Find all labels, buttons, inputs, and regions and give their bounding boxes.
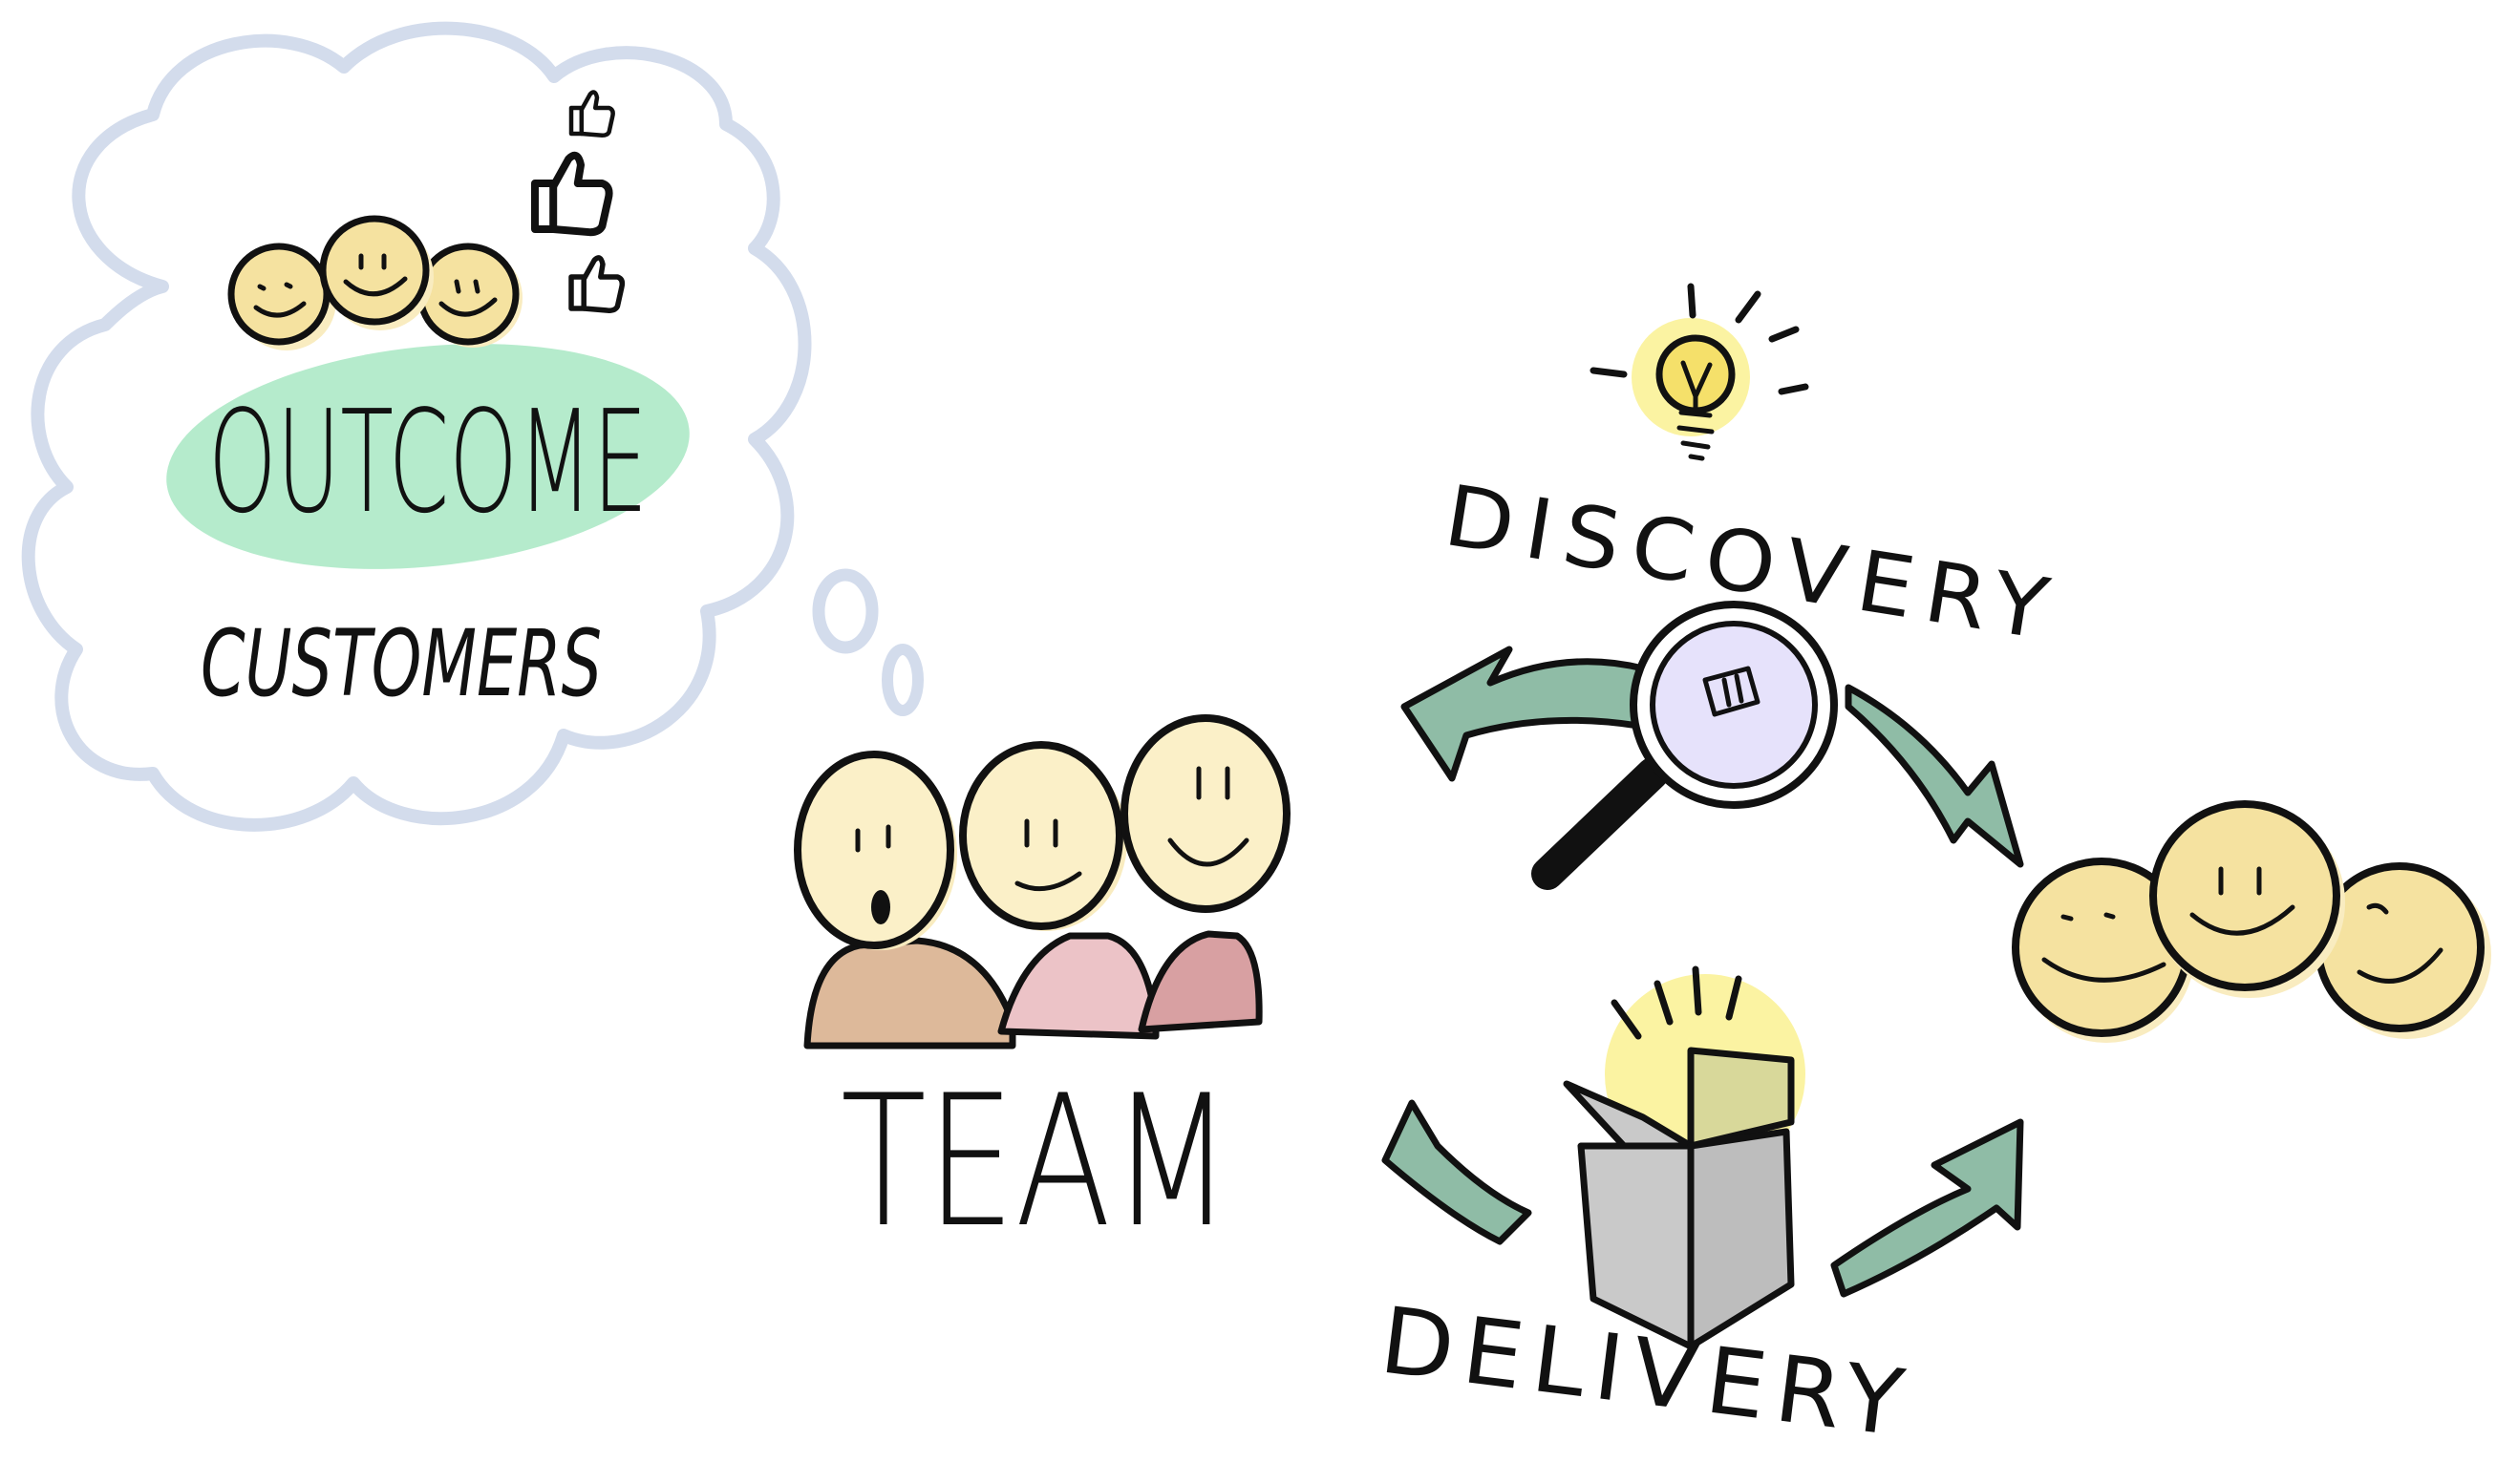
thumbs-up-icon [530, 151, 613, 237]
team-body-2 [997, 932, 1160, 1040]
lightbulb-icon [1590, 283, 1809, 461]
outcome-blob [166, 344, 690, 569]
thought-cloud-outline [21, 21, 812, 832]
smiley-face-icon [2149, 800, 2345, 998]
thumbs-up-icon [568, 255, 626, 313]
open-box-icon [1563, 965, 1805, 1350]
curved-arrow-icon [1845, 684, 2024, 868]
team-body-1 [803, 937, 1016, 1049]
cloud-customer-faces [227, 215, 523, 350]
team-member-smiling [959, 741, 1127, 931]
team-body-3 [1138, 930, 1263, 1033]
outcome-label: OUTCOME [208, 380, 648, 544]
thumbs-up-icon [568, 90, 615, 138]
smiley-face-icon [227, 243, 336, 350]
customers-label: CUSTOMERS [201, 610, 602, 717]
curved-arrow-icon [1381, 1099, 1532, 1245]
magnifying-glass-icon [1531, 601, 1838, 890]
curved-arrow-icon [1400, 646, 1647, 782]
thought-bubble-small [882, 644, 924, 716]
customer-faces-right [2012, 800, 2491, 1043]
team-group [794, 714, 1291, 1049]
curved-arrow-icon [1830, 1118, 2024, 1298]
thumbs-up-group [530, 90, 626, 313]
team-member-happy [1120, 714, 1291, 913]
smiley-face-icon [319, 215, 434, 330]
smiley-face-icon [416, 243, 523, 348]
team-label: TEAM [841, 1056, 1232, 1267]
team-member-surprised [794, 751, 957, 950]
thought-bubble-large [812, 568, 879, 654]
thought-cloud [21, 21, 924, 832]
smiley-face-icon [2315, 862, 2491, 1039]
